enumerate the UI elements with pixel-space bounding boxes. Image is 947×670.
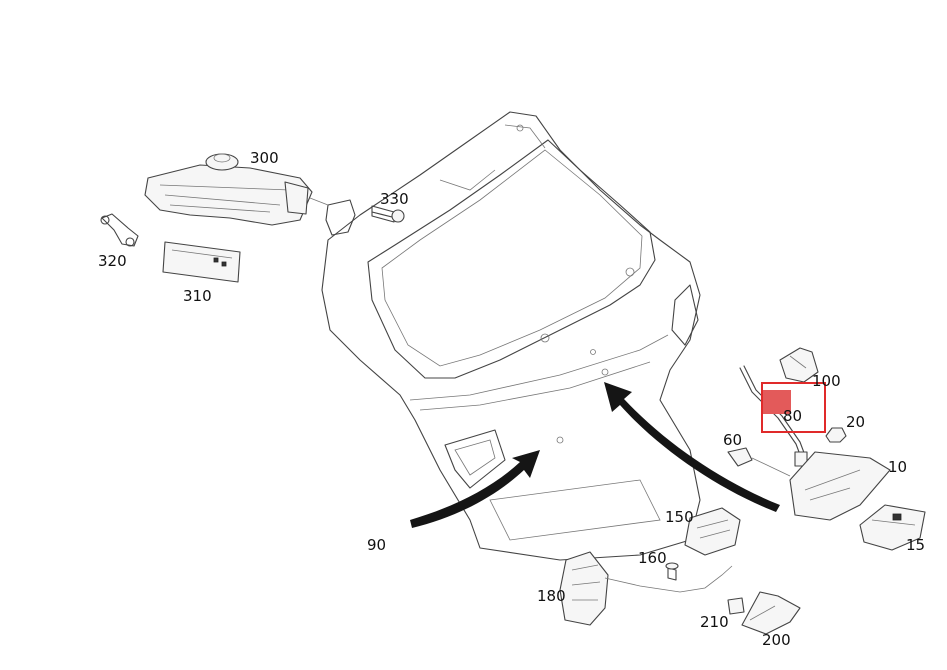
highlight-box xyxy=(761,382,826,433)
highlight-fill xyxy=(763,390,791,414)
handle-housing xyxy=(789,451,891,521)
callout-15: 15 xyxy=(906,536,925,554)
callout-330: 330 xyxy=(380,190,409,208)
callout-80: 80 xyxy=(783,407,802,425)
callout-320: 320 xyxy=(98,252,127,270)
striker xyxy=(741,591,801,635)
small-bracket xyxy=(100,213,139,247)
upper-bracket xyxy=(779,347,819,383)
callout-210: 210 xyxy=(700,613,729,631)
callout-100: 100 xyxy=(812,372,841,390)
nut xyxy=(825,427,847,443)
tailgate xyxy=(321,111,701,561)
wiper-motor-assembly xyxy=(144,153,313,226)
callout-180: 180 xyxy=(537,587,566,605)
control-module xyxy=(162,241,241,283)
callout-300: 300 xyxy=(250,149,279,167)
lock-assembly xyxy=(559,551,733,626)
callout-200: 200 xyxy=(762,631,791,649)
arrow-right xyxy=(604,382,780,512)
bolt xyxy=(665,562,679,581)
callout-labels: 300 330 320 310 100 80 20 60 10 150 15 9… xyxy=(98,149,925,649)
cover xyxy=(859,504,926,551)
actuator xyxy=(684,507,741,556)
hinge-and-bolt xyxy=(309,197,405,236)
clip xyxy=(727,447,791,477)
callout-310: 310 xyxy=(183,287,212,305)
callout-90: 90 xyxy=(367,536,386,554)
callout-10: 10 xyxy=(888,458,907,476)
arrow-left xyxy=(410,450,540,528)
highlight-80 xyxy=(761,382,826,433)
callout-60: 60 xyxy=(723,431,742,449)
release-rod xyxy=(739,365,808,467)
callout-20: 20 xyxy=(846,413,865,431)
small-fastener xyxy=(727,597,745,615)
callout-150: 150 xyxy=(665,508,694,526)
callout-160: 160 xyxy=(638,549,667,567)
